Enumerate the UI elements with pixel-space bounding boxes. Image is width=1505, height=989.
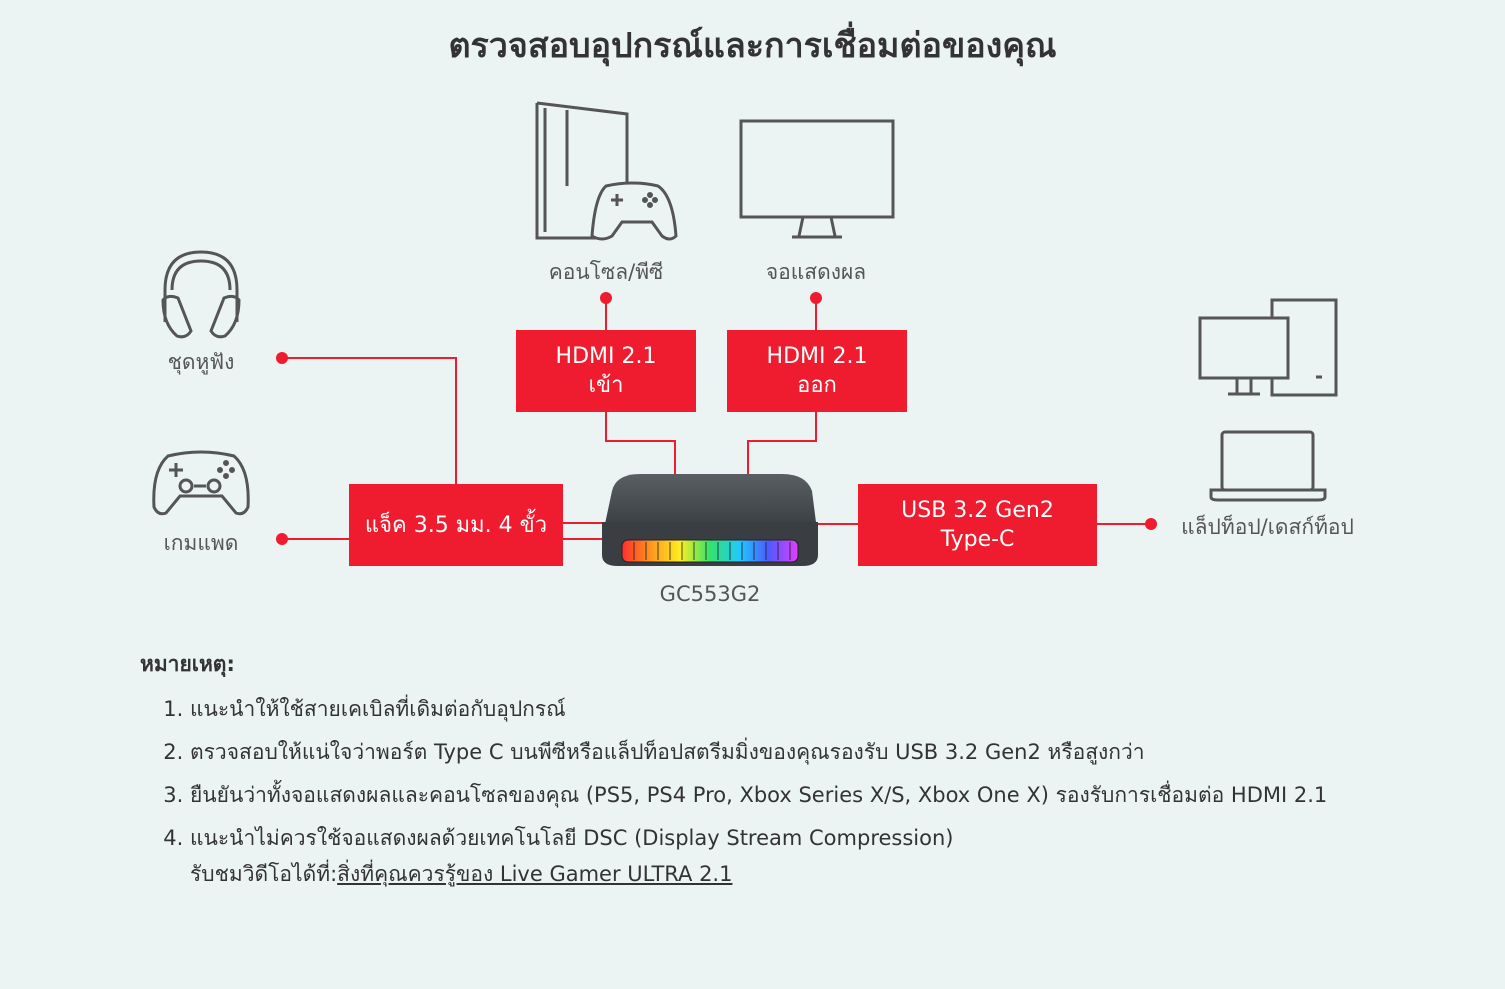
notes-heading: หมายเหตุ: [140,652,235,676]
monitor-label: จอแสดงผล [765,260,867,284]
laptop-icon [1209,430,1327,502]
console-pc-icon [535,101,678,241]
note-item: ตรวจสอบให้แน่ใจว่าพอร์ต Type C บนพีซีหรื… [190,734,1370,770]
usb-label: USB 3.2 Gen2 [901,498,1054,523]
gamepad-icon [152,450,250,516]
note-text: แนะนำไม่ควรใช้จอแสดงผลด้วยเทคโนโลยี DSC … [190,826,954,850]
page-title: ตรวจสอบอุปกรณ์และการเชื่อมต่อของคุณ [448,26,1057,66]
hdmi-out-port: HDMI 2.1 ออก [727,330,907,412]
connector-lines [282,298,1151,540]
hdmi-in-direction: เข้า [588,373,624,398]
note-item: แนะนำให้ใช้สายเคเบิลที่เดิมต่อกับอุปกรณ์ [190,691,1370,727]
hdmi-out-label: HDMI 2.1 [766,344,868,369]
console-pc-label: คอนโซล/พีซี [548,260,664,284]
notes-section: หมายเหตุ: แนะนำให้ใช้สายเคเบิลที่เดิมต่อ… [140,648,1370,899]
jack-port: แจ็ค 3.5 มม. 4 ขั้ว [349,484,563,566]
headset-label: ชุดหูฟัง [167,350,235,374]
video-link[interactable]: สิ่งที่คุณควรรู้ของ Live Gamer ULTRA 2.1 [337,862,733,886]
hdmi-in-port: HDMI 2.1 เข้า [516,330,696,412]
usb-port: USB 3.2 Gen2 Type-C [858,484,1097,566]
note-item: ยืนยันว่าทั้งจอแสดงผลและคอนโซลของคุณ (PS… [190,777,1370,813]
hdmi-out-direction: ออก [797,373,837,398]
monitor-icon [739,119,895,239]
connector-dots [276,292,1157,545]
gamepad-label: เกมแพด [163,531,239,555]
jack-label: แจ็ค 3.5 มม. 4 ขั้ว [364,512,548,538]
usb-type: Type-C [940,527,1015,552]
hdmi-in-label: HDMI 2.1 [555,344,657,369]
capture-card-label: GC553G2 [659,582,761,606]
video-prefix: รับชมวิดีโอได้ที่: [190,862,338,886]
desktop-pc-icon [1198,298,1338,397]
notes-list: แนะนำให้ใช้สายเคเบิลที่เดิมต่อกับอุปกรณ์… [140,691,1370,892]
note-item: แนะนำไม่ควรใช้จอแสดงผลด้วยเทคโนโลยี DSC … [190,820,1370,892]
laptop-desktop-label: แล็ปท็อป/เดสก์ท็อป [1181,515,1354,539]
capture-card-device [602,474,818,566]
headset-icon [161,250,241,339]
